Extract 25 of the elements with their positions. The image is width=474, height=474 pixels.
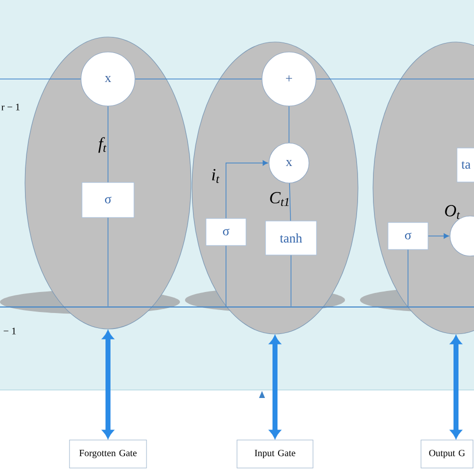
function-box: σ [206, 218, 246, 246]
gate-label-box: Forgotten Gate [69, 440, 147, 468]
arrow [270, 336, 280, 438]
edge-label: O$_{t}$ [445, 205, 460, 219]
arrow [450, 336, 462, 438]
arrow [226, 160, 268, 219]
connector-line [290, 254, 292, 307]
edge-label: C$_{t1}$ [270, 192, 289, 206]
line-label: − 1 [4, 328, 16, 334]
arrow [102, 330, 114, 438]
function-box: tanh [265, 220, 317, 256]
connector-line [134, 78, 262, 80]
arrow [428, 233, 449, 239]
gate-label-box: Output G [420, 440, 474, 468]
bus-line [0, 306, 474, 308]
gate-label-box: Input Gate [236, 440, 314, 468]
connector-line [288, 106, 290, 144]
connector-line [289, 182, 291, 222]
edge-label: i$_{t}$ [212, 169, 220, 183]
function-box: ta [456, 148, 474, 182]
gate-ellipse [372, 42, 474, 334]
function-box: σ [82, 182, 134, 218]
edge-label: f$_{t}$ [98, 137, 106, 153]
function-box: σ [388, 222, 428, 250]
line-label: r − 1 [1, 104, 20, 110]
